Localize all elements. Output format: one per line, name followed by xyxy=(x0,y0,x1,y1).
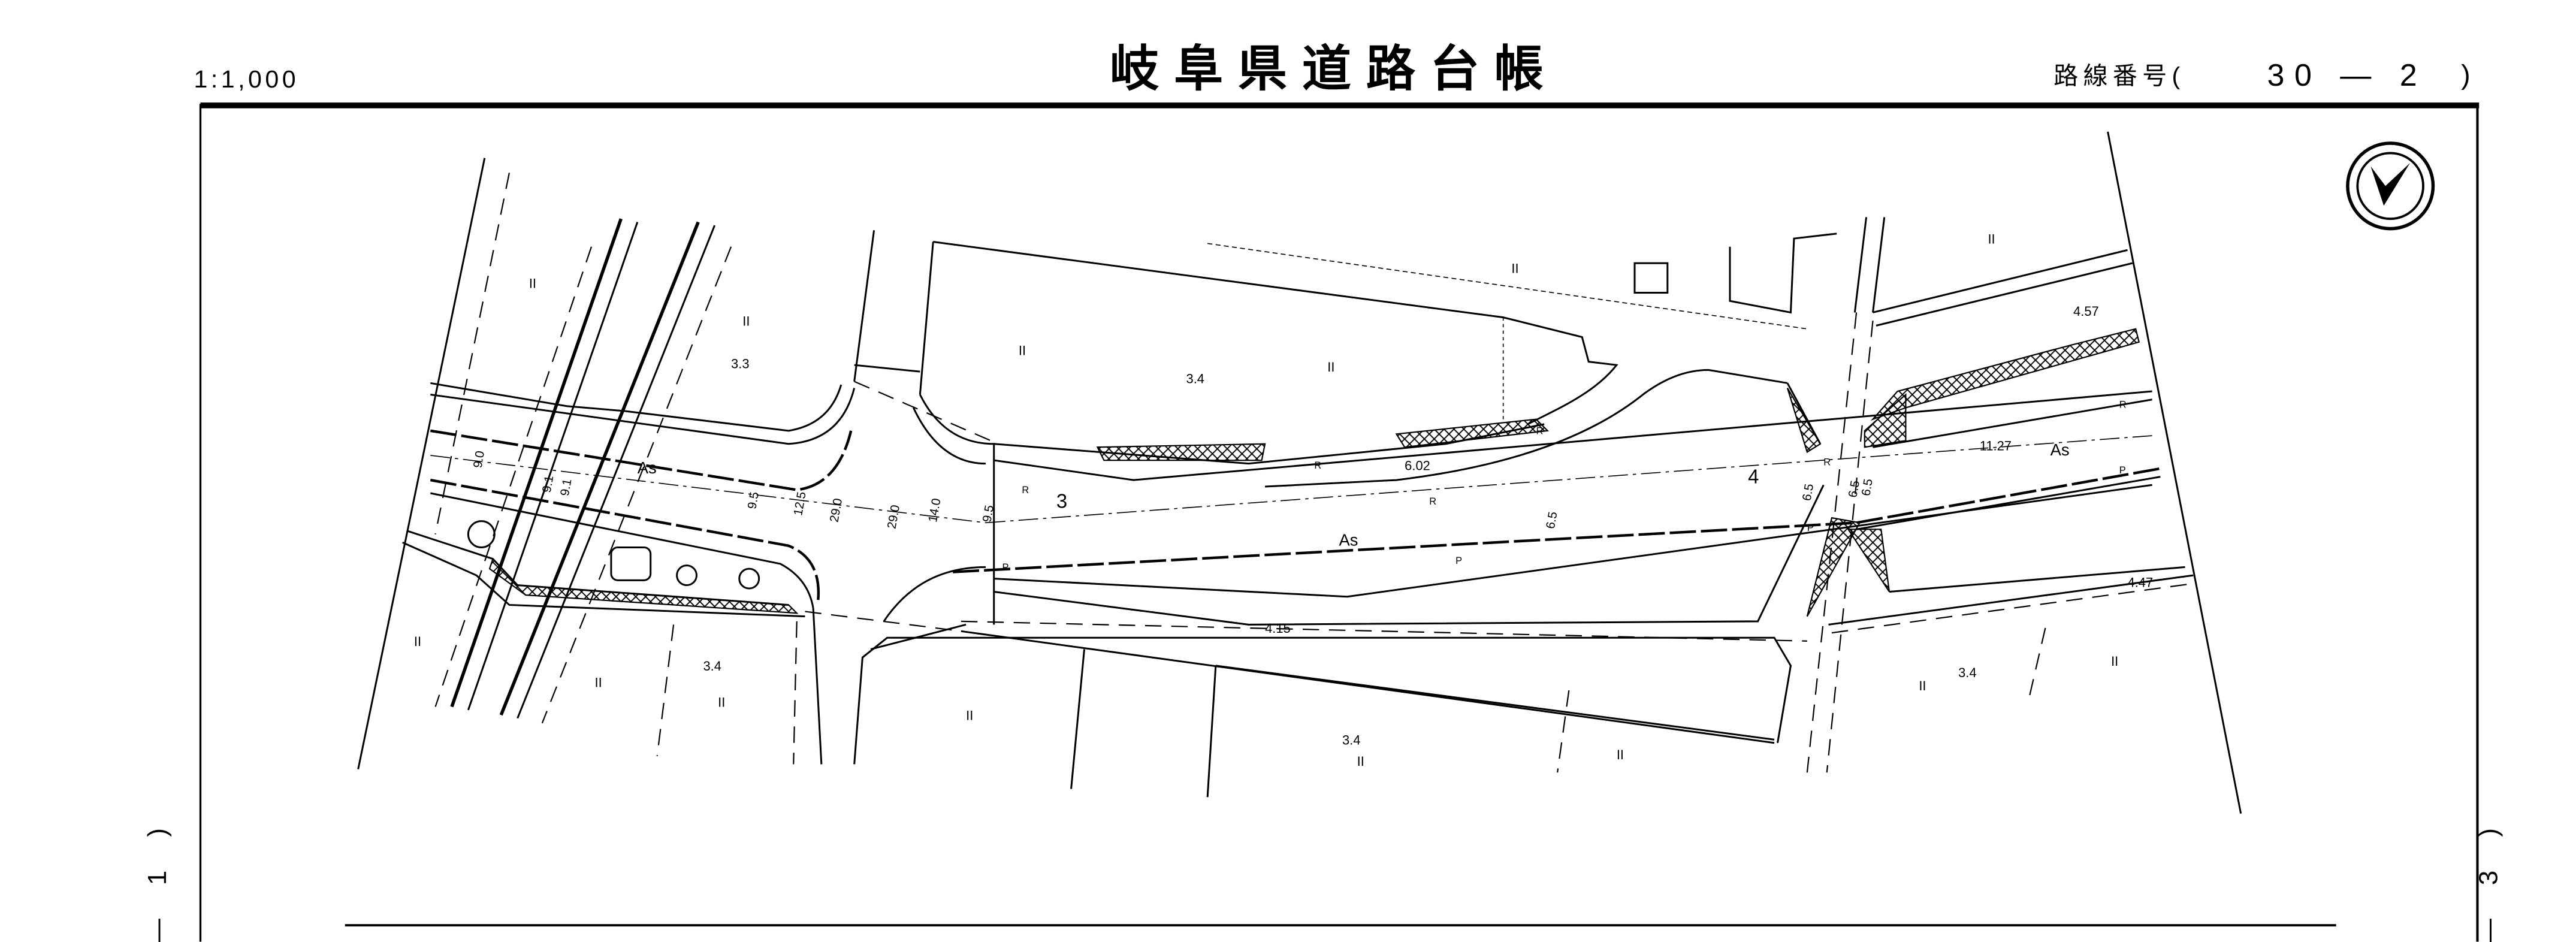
road-center-section xyxy=(853,369,2161,765)
sheet-title: 岐阜県道路台帳 xyxy=(1110,42,1558,96)
width-dimension: 6.5 xyxy=(1544,511,1560,530)
surface-label: As xyxy=(638,458,657,477)
elevation-label: 6.02 xyxy=(1405,458,1430,473)
parallel-mark: II xyxy=(529,276,536,291)
width-dimension: 29.0 xyxy=(828,497,845,523)
route-number-close: ) xyxy=(2461,59,2471,90)
route-number-label: 路線番号( xyxy=(2053,62,2185,89)
post-marker: P xyxy=(1807,523,1814,533)
guardrail-marker: R xyxy=(1536,425,1543,436)
parcel-boundaries xyxy=(357,131,2242,814)
post-marker: P xyxy=(2119,465,2126,476)
guardrail-marker: R xyxy=(2119,399,2127,410)
post-marker: P xyxy=(1455,555,1462,566)
width-dimension: 9.1 xyxy=(540,475,557,494)
elevation-label: 3.4 xyxy=(1342,732,1360,747)
width-dimension: 14.0 xyxy=(926,497,944,523)
parallel-mark: II xyxy=(1357,754,1364,769)
elevation-label: 4.15 xyxy=(1265,621,1291,636)
elevation-label: 3.3 xyxy=(731,357,749,372)
surface-label: As xyxy=(2050,440,2070,459)
guardrail-marker: R xyxy=(1429,496,1436,507)
width-dimension: 9.5 xyxy=(745,491,762,510)
scale-label: 1:1,000 xyxy=(194,65,300,93)
route-number: 路線番号( 30 — 2 ) xyxy=(2053,58,2470,93)
road-right-section xyxy=(1828,249,2194,634)
elevation-label: 3.4 xyxy=(703,659,721,674)
parallel-mark: II xyxy=(1019,343,1026,358)
elevation-label: 3.4 xyxy=(1958,665,1976,680)
drawing-frame xyxy=(199,102,2480,942)
parallel-mark: II xyxy=(1327,360,1334,375)
parallel-mark: II xyxy=(2111,654,2118,669)
north-arrow-icon xyxy=(2346,141,2435,231)
width-dimension: 9.5 xyxy=(980,504,997,523)
elevation-label: 4.57 xyxy=(2073,304,2099,319)
guardrail-marker: R xyxy=(1022,485,1029,496)
parallel-mark: II xyxy=(414,634,421,649)
width-dimension: 9.1 xyxy=(558,478,575,497)
parallel-mark: II xyxy=(1511,261,1518,276)
parallel-mark: II xyxy=(742,313,750,328)
width-dimension: 6.5 xyxy=(1800,482,1817,502)
railway-crossing xyxy=(434,218,732,724)
post-marker: P xyxy=(1002,562,1008,573)
width-dimension: 6.5 xyxy=(1859,478,1876,497)
parallel-mark: II xyxy=(718,695,725,709)
elevation-label: 3.4 xyxy=(1186,371,1204,386)
guardrail-marker: R xyxy=(1823,457,1831,467)
parallel-mark: II xyxy=(1988,231,1995,246)
parallel-mark: II xyxy=(594,675,602,690)
width-dimension: 9.0 xyxy=(471,450,488,469)
elevation-label: 11.27 xyxy=(1980,439,2012,454)
right-sheet-link: — 3 ) xyxy=(2474,815,2503,942)
route-number-value: 30 — 2 xyxy=(2267,58,2427,93)
station-number: 4 xyxy=(1748,466,1759,488)
width-dimension: 29.0 xyxy=(885,504,903,530)
width-dimension: 12.5 xyxy=(791,491,809,517)
station-number: 3 xyxy=(1056,490,1067,512)
surface-label: As xyxy=(1339,531,1358,550)
map-annotations: As As As 3.3 3.4 3.4 3.4 3.4 6.02 4.15 1… xyxy=(414,231,2153,769)
road-left-section xyxy=(402,364,991,765)
parallel-mark: II xyxy=(966,708,973,723)
parallel-mark: II xyxy=(1617,747,1624,762)
left-sheet-link: — 1 ) xyxy=(143,815,172,942)
width-dimension: 6.5 xyxy=(1846,479,1862,499)
elevation-label: 4.47 xyxy=(2128,575,2154,590)
parallel-mark: II xyxy=(1919,678,1926,693)
guardrail-marker: R xyxy=(1314,460,1321,471)
